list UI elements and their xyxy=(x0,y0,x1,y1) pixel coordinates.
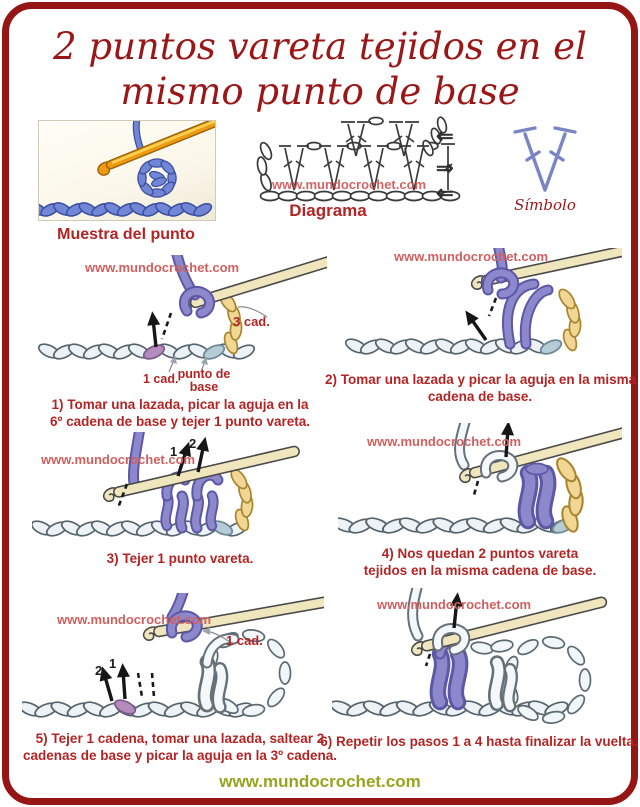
step-4-caption: 4) Nos quedan 2 puntos vareta tejidos en… xyxy=(325,545,635,579)
step-1-label-base-stitch: punto de base xyxy=(177,367,231,394)
step-1-caption-line1: 1) Tomar una lazada, picar la aguja en l… xyxy=(51,397,309,412)
crochet-diagram xyxy=(256,116,461,202)
step-5-number-2: 2 xyxy=(95,663,103,678)
step-5-caption: 5) Tejer 1 cadena, tomar una lazada, sal… xyxy=(15,730,345,764)
stitch-sample-art xyxy=(39,112,234,220)
step-4-caption-line2: tejidos en la misma cadena de base. xyxy=(363,563,597,578)
watermark-step-4: www.mundocrochet.com xyxy=(367,434,522,449)
watermark-step-3: www.mundocrochet.com xyxy=(41,452,196,467)
step-6-caption: 6) Repetir los pasos 1 a 4 hasta finaliz… xyxy=(320,733,638,750)
arrow-right-icon: ⇒ xyxy=(436,157,454,180)
site-footer: www.mundocrochet.com xyxy=(219,772,421,791)
arrow-left-icon: ⇐ xyxy=(436,182,454,205)
step-2-caption-line1: 2) Tomar una lazada y picar la aguja en … xyxy=(325,372,637,387)
diagram-caption: Diagrama xyxy=(289,201,367,220)
step-2-caption-line2: cadena de base. xyxy=(427,389,533,404)
step-1-label-one-chain: 1 cad. xyxy=(143,372,179,386)
step-4-caption-line1: 4) Nos quedan 2 puntos vareta xyxy=(381,546,579,561)
arrow-left-icon: ⇐ xyxy=(436,125,454,148)
step-6-illustration xyxy=(332,588,609,735)
step-5-caption-line2: cadenas de base y picar la aguja en la 3… xyxy=(22,748,338,763)
page-title: 2 puntos vareta tejidos en el mismo punt… xyxy=(0,24,640,114)
step-3-illustration xyxy=(32,432,302,554)
step-5-illustration xyxy=(22,593,324,735)
step-5-caption-line1: 5) Tejer 1 cadena, tomar una lazada, sal… xyxy=(35,731,325,746)
step-2-caption: 2) Tomar una lazada y picar la aguja en … xyxy=(325,371,637,405)
stitch-symbol-icon xyxy=(513,126,577,192)
stitch-sample-photo xyxy=(38,112,234,221)
step-5-label-one-chain: 1 cad. xyxy=(226,633,263,648)
photo-caption: Muestra del punto xyxy=(57,226,195,243)
step-1-illustration xyxy=(35,255,327,373)
page-title-line1: 2 puntos vareta tejidos en el xyxy=(53,25,587,68)
watermark-step-2: www.mundocrochet.com xyxy=(394,249,549,264)
symbol-caption: Símbolo xyxy=(514,196,576,214)
step-3-number-2: 2 xyxy=(189,436,197,451)
step-3-caption: 3) Tejer 1 punto vareta. xyxy=(20,550,340,567)
step-1-label-three-chains: 3 cad. xyxy=(233,314,270,329)
step-6-caption-line1: 6) Repetir los pasos 1 a 4 hasta finaliz… xyxy=(320,734,638,749)
step-1-caption-line2: 6º cadena de base y tejer 1 punto vareta… xyxy=(49,414,311,429)
watermark-step-1: www.mundocrochet.com xyxy=(85,260,240,275)
step-1-caption: 1) Tomar una lazada, picar la aguja en l… xyxy=(20,396,340,430)
watermark-diagram: www.mundocrochet.com xyxy=(272,177,427,192)
step-2-illustration xyxy=(338,248,622,358)
step-5-number-1: 1 xyxy=(109,656,117,671)
orange-hook-icon xyxy=(97,112,234,176)
watermark-step-5: www.mundocrochet.com xyxy=(57,612,212,627)
step-3-number-1: 1 xyxy=(170,444,178,459)
step-4-illustration xyxy=(338,423,622,537)
page-title-line2: mismo punto de base xyxy=(120,70,520,113)
watermark-step-6: www.mundocrochet.com xyxy=(377,597,532,612)
step-3-caption-line1: 3) Tejer 1 punto vareta. xyxy=(106,551,254,566)
